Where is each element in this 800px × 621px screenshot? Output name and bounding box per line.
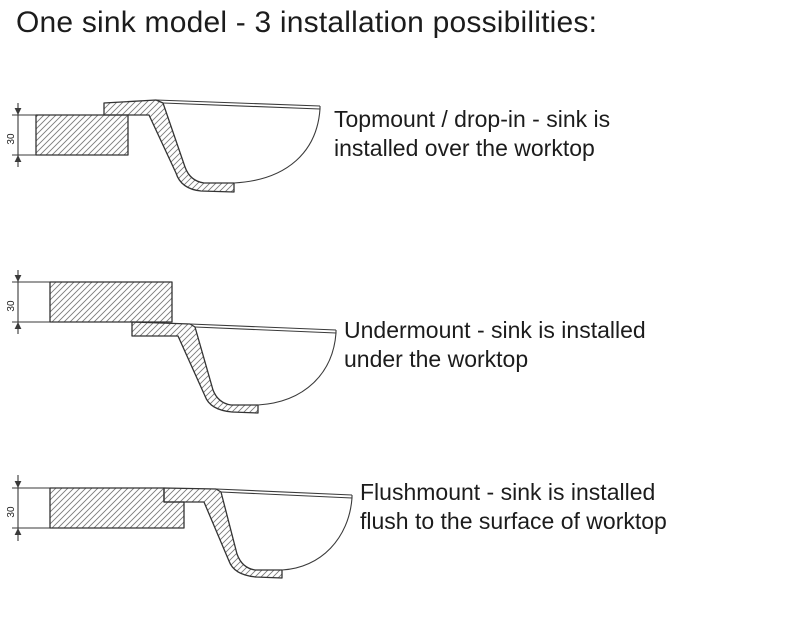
dimension-arrow-down xyxy=(14,155,22,162)
dimension-label: 30 xyxy=(6,133,17,145)
dimension-annotation: 30 xyxy=(6,103,36,167)
topmount-diagram: 30 xyxy=(6,99,321,193)
description-line: Topmount / drop-in - sink is xyxy=(334,106,611,132)
dimension-annotation: 30 xyxy=(6,270,50,334)
sink-rim-cross-section xyxy=(163,487,283,579)
worktop-cross-section xyxy=(49,281,173,323)
dimension-arrow-down xyxy=(14,322,22,329)
description-line: Flushmount - sink is installed xyxy=(360,479,656,505)
sink-bowl-outline xyxy=(155,99,321,184)
sink-rim-cross-section xyxy=(103,99,235,193)
description-line: under the worktop xyxy=(344,346,529,373)
installation-description: Undermount - sink is installed under the… xyxy=(344,316,646,375)
installation-row-topmount: 30 Topmount / drop-in - sink is installe… xyxy=(0,77,800,242)
sink-bowl-outline xyxy=(215,488,353,571)
installation-row-flushmount: 30 Flushmount - sink is installed flush … xyxy=(0,462,800,621)
page-title: One sink model - 3 installation possibil… xyxy=(16,6,598,39)
dimension-arrow-up xyxy=(14,275,22,282)
sink-bowl-outline xyxy=(189,323,337,406)
installation-description: Flushmount - sink is installed flush to … xyxy=(360,478,667,537)
dimension-annotation: 30 xyxy=(6,475,50,541)
installation-row-undermount: 30 Undermount - sink is installed under … xyxy=(0,268,800,433)
dimension-label: 30 xyxy=(6,300,17,312)
flushmount-diagram: 30 xyxy=(6,475,353,579)
dimension-arrow-up xyxy=(14,481,22,488)
dimension-label: 30 xyxy=(6,506,17,518)
description-line: installed over the worktop xyxy=(334,135,595,162)
worktop-cross-section xyxy=(35,114,129,156)
dimension-arrow-down xyxy=(14,528,22,535)
dimension-arrow-up xyxy=(14,108,22,115)
description-line: Undermount - sink is installed xyxy=(344,317,646,343)
installation-description: Topmount / drop-in - sink is installed o… xyxy=(334,105,610,164)
sink-rim-cross-section xyxy=(131,321,259,414)
undermount-diagram: 30 xyxy=(6,270,337,414)
description-line: flush to the surface of worktop xyxy=(360,508,667,535)
